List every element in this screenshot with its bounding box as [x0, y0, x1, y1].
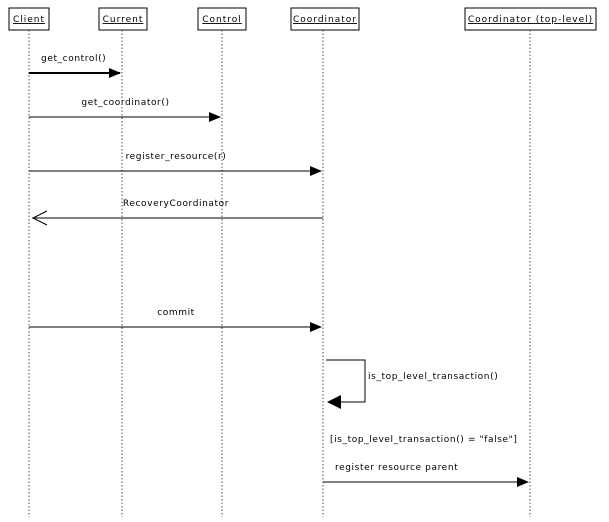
- participant-label-toplevel: Coordinator (top-level): [468, 15, 593, 25]
- participant-label-client: Client: [13, 15, 45, 25]
- message-label-m1: get_control(): [41, 54, 106, 64]
- message-label-m6: is_top_level_transaction(): [368, 372, 498, 382]
- participant-label-coordinator: Coordinator: [293, 15, 357, 25]
- participant-label-control: Control: [202, 15, 242, 25]
- message-arrowhead-m6: [327, 395, 341, 409]
- participant-box-client: [8, 7, 50, 31]
- participant-label-current: Current: [103, 15, 144, 25]
- message-label-m5: commit: [157, 308, 195, 318]
- message-label-m4: RecoveryCoordinator: [123, 199, 229, 209]
- participant-box-current: [98, 7, 148, 31]
- participant-box-coordinator: [290, 7, 360, 31]
- message-label-m3: register_resource(r): [126, 152, 227, 162]
- message-label-m2: get_coordinator(): [81, 98, 169, 108]
- message-label-m7: register resource parent: [335, 463, 458, 473]
- message-arrow-m6: [326, 359, 366, 403]
- message-arrowhead-m4: [31, 210, 48, 226]
- participant-box-control: [197, 7, 247, 31]
- message-guard-m7: [is_top_level_transaction() = "false"]: [330, 435, 517, 445]
- participant-box-toplevel: [464, 7, 597, 31]
